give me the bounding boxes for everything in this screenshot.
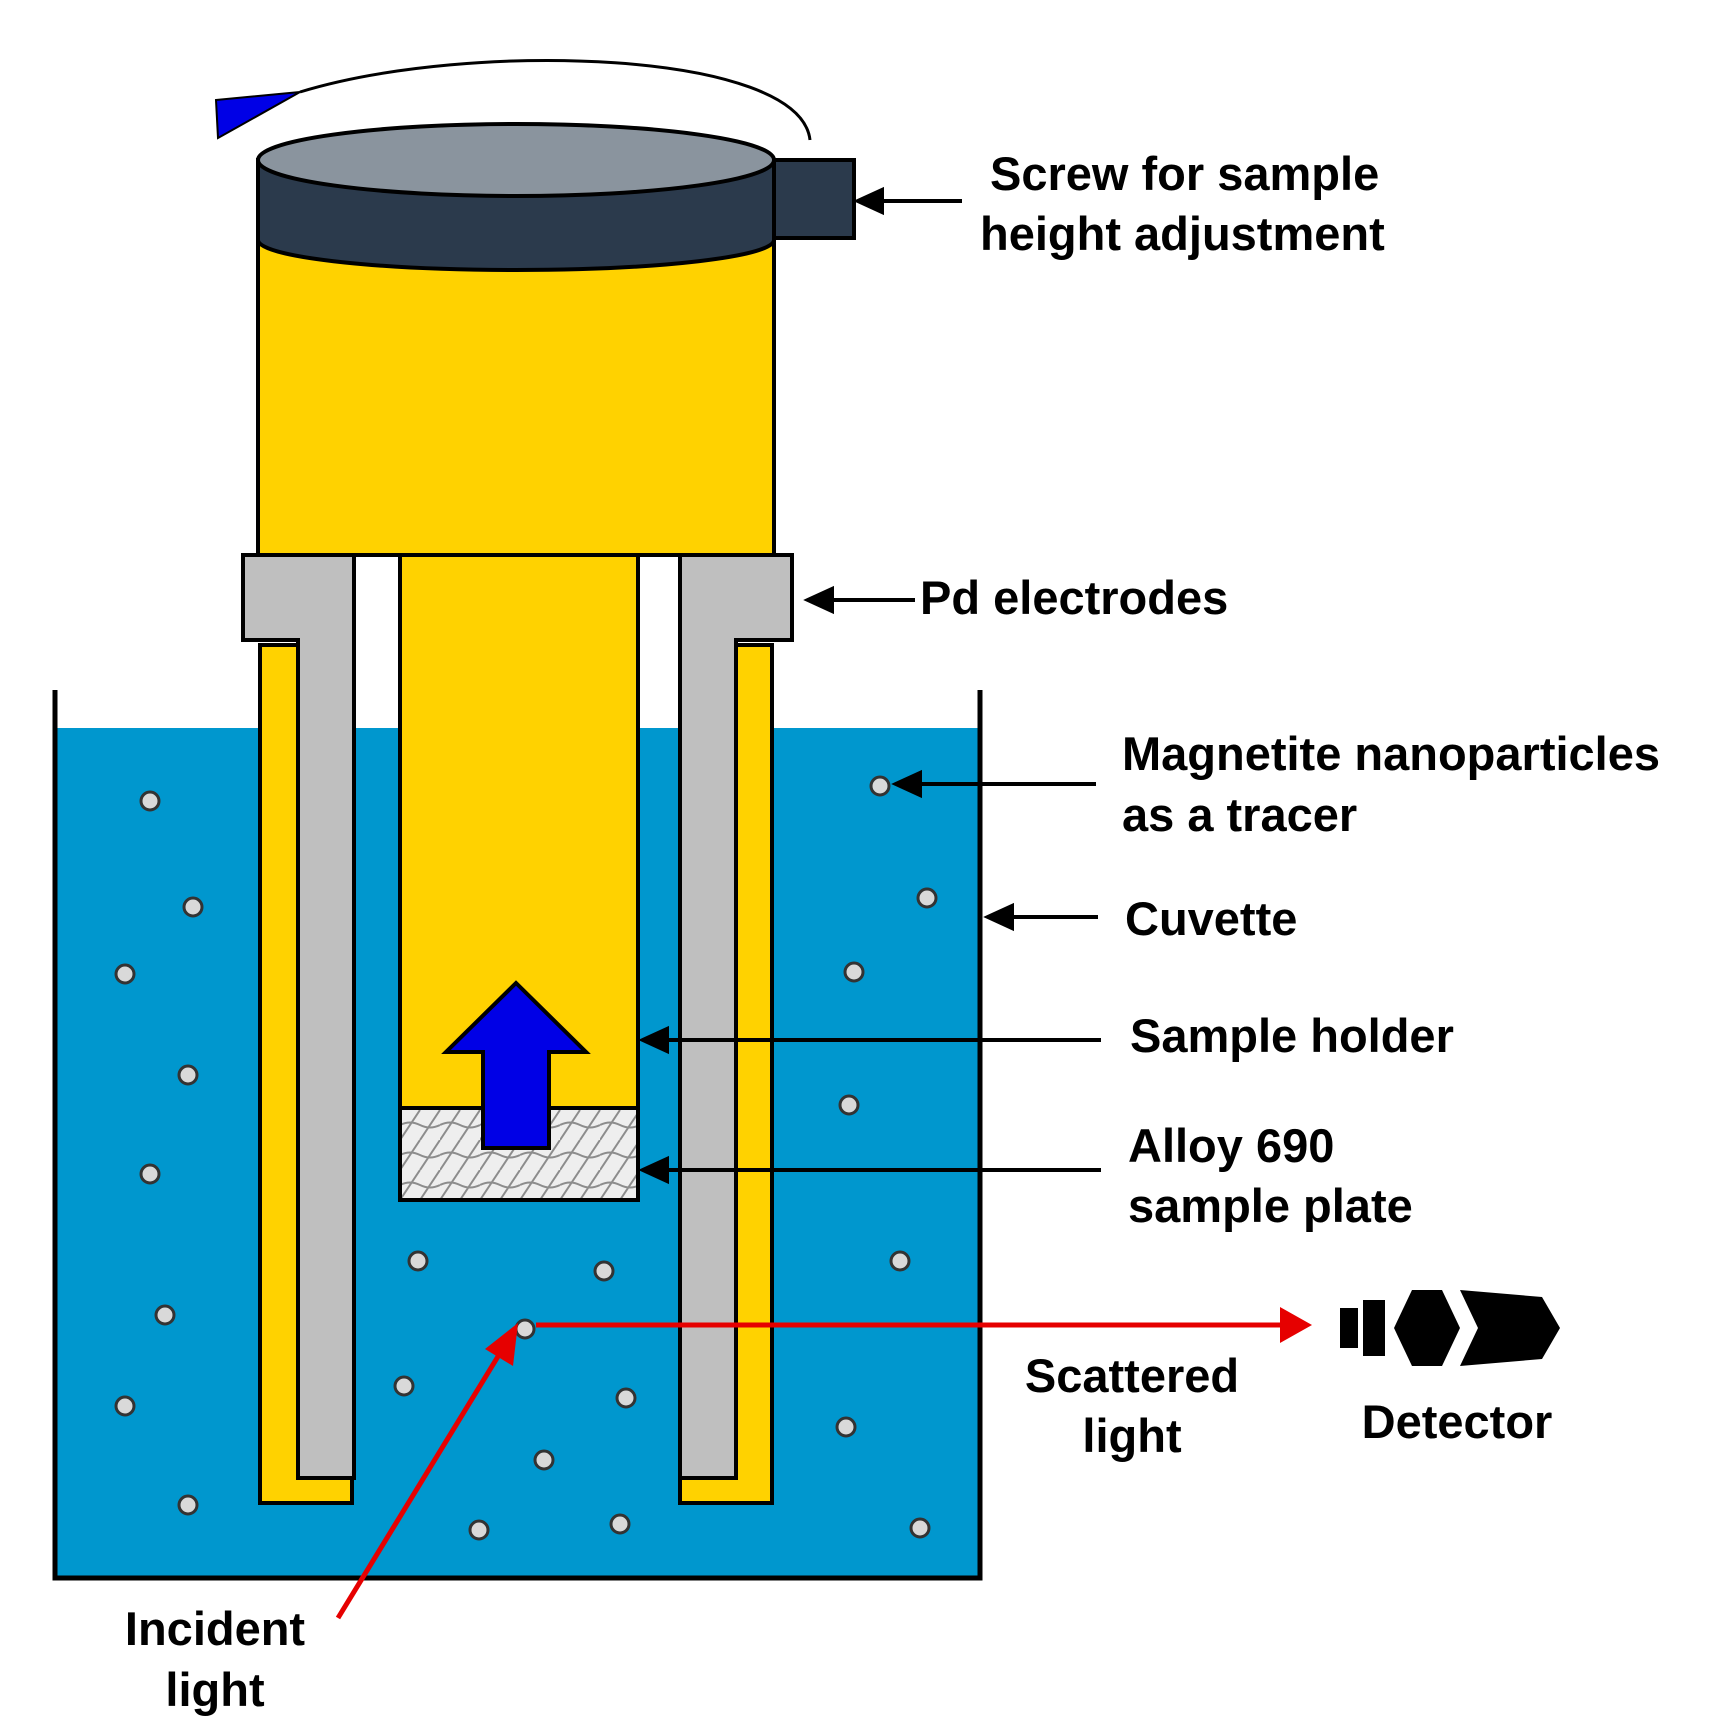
label-scattered-line1: Scattered — [1025, 1349, 1239, 1402]
label-screw-line2: height adjustment — [980, 207, 1385, 260]
nanoparticle — [843, 961, 865, 983]
nanoparticle — [154, 1304, 176, 1326]
cuvette-wall — [52, 690, 983, 1581]
nanoparticle — [177, 1494, 199, 1516]
nanoparticle — [593, 1260, 615, 1282]
right-gap — [638, 555, 680, 728]
label-detector: Detector — [1362, 1395, 1553, 1448]
label-sample-holder: Sample holder — [1130, 1009, 1454, 1062]
label-incident-line2: light — [165, 1663, 265, 1716]
upward-block-arrow-icon — [441, 980, 591, 1150]
nanoparticle — [393, 1375, 415, 1397]
nanoparticle — [909, 1517, 931, 1539]
pd-electrode-right — [678, 553, 794, 1480]
nanoparticle — [407, 1250, 429, 1272]
scattered-light-ray — [536, 1307, 1312, 1343]
incident-light-ray — [335, 1323, 518, 1620]
label-magnetite-line1: Magnetite nanoparticles — [1122, 727, 1660, 780]
nanoparticle — [468, 1519, 490, 1541]
label-cuvette: Cuvette — [1125, 892, 1297, 945]
nanoparticle-group — [114, 775, 938, 1541]
nanoparticle — [114, 963, 136, 985]
curved-rotation-arrow-icon — [214, 59, 812, 141]
label-incident-line1: Incident — [125, 1602, 306, 1655]
nanoparticle — [838, 1094, 860, 1116]
nanoparticle — [835, 1416, 857, 1438]
label-screw-line1: Screw for sample — [990, 147, 1379, 200]
nanoparticle — [533, 1449, 555, 1471]
nanoparticle — [889, 1250, 911, 1272]
left-gap — [356, 555, 398, 728]
detector-lens-icon — [1340, 1290, 1560, 1366]
screw-knob — [772, 158, 856, 240]
label-scattered-line2: light — [1082, 1409, 1182, 1462]
nanoparticle — [916, 887, 938, 909]
nanoparticle — [609, 1513, 631, 1535]
nanoparticle — [114, 1395, 136, 1417]
nanoparticle — [615, 1387, 637, 1409]
label-alloy-line1: Alloy 690 — [1128, 1119, 1334, 1172]
nanoparticle — [139, 1163, 161, 1185]
nanoparticle — [182, 896, 204, 918]
nanoparticle — [139, 790, 161, 812]
label-magnetite-line2: as a tracer — [1122, 788, 1357, 841]
cap-top — [256, 122, 776, 198]
label-pd-electrodes: Pd electrodes — [920, 571, 1228, 624]
label-alloy-line2: sample plate — [1128, 1179, 1413, 1232]
pointer-arrows — [638, 186, 1101, 1185]
nanoparticle — [869, 775, 891, 797]
nanoparticle — [514, 1318, 536, 1340]
nanoparticle — [177, 1064, 199, 1086]
